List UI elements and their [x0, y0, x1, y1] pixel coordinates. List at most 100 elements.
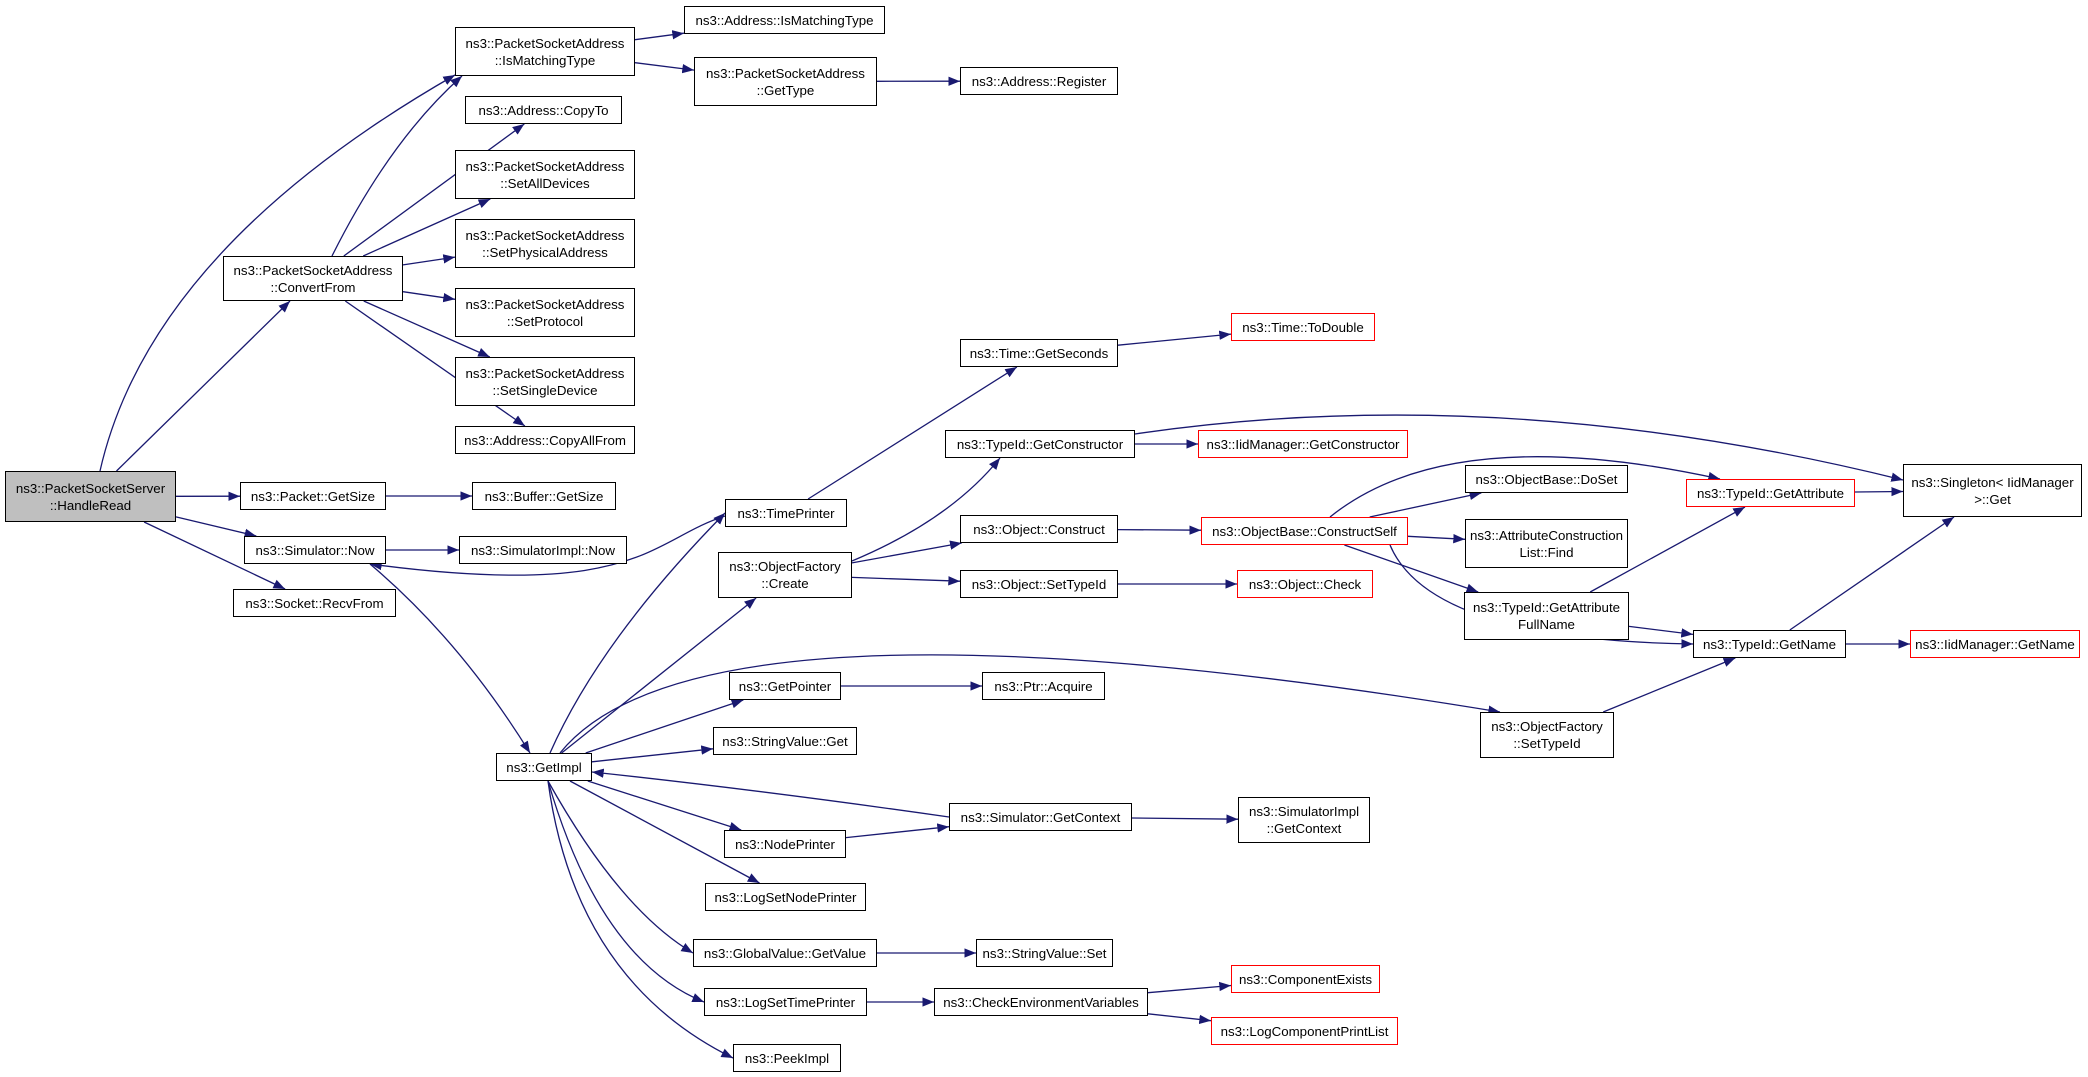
call-edge-sim_getctx-to-getimpl [591, 768, 950, 818]
call-edge-psa_conv-to-psa_match [331, 75, 463, 257]
node-label: ::GetType [756, 82, 815, 98]
node-obj-check[interactable]: ns3::Object::Check [1237, 570, 1373, 598]
node-psa-setall[interactable]: ns3::PacketSocketAddress::SetAllDevices [455, 150, 635, 199]
node-label: ns3::ObjectBase::ConstructSelf [1212, 523, 1397, 539]
call-edge-tid_getattr-to-singleton [1854, 486, 1904, 497]
node-logsetnp[interactable]: ns3::LogSetNodePrinter [705, 883, 866, 911]
call-edge-psa_match-to-psa_gettype [634, 62, 695, 74]
node-psa-setproto[interactable]: ns3::PacketSocketAddress::SetProtocol [455, 288, 635, 337]
node-checkenv[interactable]: ns3::CheckEnvironmentVariables [934, 988, 1148, 1016]
node-label: ns3::SimulatorImpl::Now [470, 542, 616, 558]
node-buf-getsize[interactable]: ns3::Buffer::GetSize [472, 482, 616, 510]
node-pkt-getsize[interactable]: ns3::Packet::GetSize [240, 482, 386, 510]
node-iid-getname[interactable]: ns3::IidManager::GetName [1910, 630, 2080, 658]
node-sim-now[interactable]: ns3::Simulator::Now [244, 536, 386, 564]
call-edge-psa_conv-to-addr_copyto [343, 123, 525, 257]
node-label: List::Find [1519, 544, 1574, 560]
node-label: ns3::Object::SetTypeId [971, 576, 1107, 592]
node-label: ns3::Address::CopyTo [478, 102, 609, 118]
node-root: ns3::PacketSocketServer::HandleRead [5, 471, 176, 522]
node-sock-recv[interactable]: ns3::Socket::RecvFrom [233, 589, 396, 617]
node-addr-copyto[interactable]: ns3::Address::CopyTo [465, 96, 622, 124]
call-edge-root-to-psa_match [99, 74, 456, 472]
node-sv-get[interactable]: ns3::StringValue::Get [713, 727, 857, 755]
node-psa-conv[interactable]: ns3::PacketSocketAddress::ConvertFrom [223, 256, 403, 301]
node-label: ns3::StringValue::Set [982, 945, 1107, 961]
node-addr-copyall[interactable]: ns3::Address::CopyAllFrom [455, 426, 635, 454]
node-timeprinter[interactable]: ns3::TimePrinter [725, 499, 847, 527]
node-simimpl-now[interactable]: ns3::SimulatorImpl::Now [459, 536, 627, 564]
call-edge-ob_cself-to-tid_getattrfn [1344, 544, 1479, 593]
call-edge-getimpl-to-of_settid [559, 654, 1501, 754]
node-label: ::Create [761, 576, 809, 591]
node-getpointer[interactable]: ns3::GetPointer [729, 672, 841, 700]
node-time-getsec[interactable]: ns3::Time::GetSeconds [960, 339, 1118, 367]
call-edge-root-to-sim_now [175, 516, 257, 538]
node-gv-getvalue[interactable]: ns3::GlobalValue::GetValue [693, 939, 877, 967]
call-edge-getimpl-to-nodeprinter [587, 780, 742, 831]
node-sv-set[interactable]: ns3::StringValue::Set [976, 939, 1113, 967]
node-obj-settid[interactable]: ns3::Object::SetTypeId [960, 570, 1118, 598]
node-label: ::HandleRead [49, 497, 132, 513]
node-label: ns3::PeekImpl [744, 1050, 830, 1066]
call-edge-psa_match-to-addr_match [634, 30, 685, 41]
node-label: ::SetTypeId [1513, 736, 1581, 751]
node-label: ns3::Object::Check [1248, 576, 1362, 592]
node-time-todbl[interactable]: ns3::Time::ToDouble [1231, 313, 1375, 341]
node-label: ns3::Simulator::Now [255, 542, 375, 558]
node-of-create[interactable]: ns3::ObjectFactory::Create [718, 552, 852, 598]
node-label: ns3::PacketSocketAddress [233, 262, 393, 278]
node-addr-reg[interactable]: ns3::Address::Register [960, 67, 1118, 95]
node-label: ::SetProtocol [506, 313, 584, 329]
node-tid-getctor[interactable]: ns3::TypeId::GetConstructor [945, 430, 1135, 458]
call-edge-getimpl-to-sv_get [591, 745, 714, 763]
node-label: ns3::GetImpl [506, 759, 582, 775]
node-label: ns3::LogSetTimePrinter [715, 994, 856, 1010]
node-label: ns3::PacketSocketAddress [465, 227, 625, 243]
node-simimpl-getctx[interactable]: ns3::SimulatorImpl::GetContext [1238, 797, 1370, 843]
call-edge-ob_cself-to-ob_doset [1369, 490, 1482, 518]
node-of-settid[interactable]: ns3::ObjectFactory::SetTypeId [1480, 712, 1614, 758]
node-addr-match[interactable]: ns3::Address::IsMatchingType [684, 6, 885, 34]
node-psa-match[interactable]: ns3::PacketSocketAddress::IsMatchingType [455, 27, 635, 76]
node-psa-setphys[interactable]: ns3::PacketSocketAddress::SetPhysicalAdd… [455, 219, 635, 268]
node-ob-cself[interactable]: ns3::ObjectBase::ConstructSelf [1201, 517, 1408, 545]
node-label: ns3::PacketSocketServer [15, 480, 166, 496]
node-singleton[interactable]: ns3::Singleton< IidManager >::Get [1903, 464, 2082, 517]
node-compexists[interactable]: ns3::ComponentExists [1231, 965, 1380, 993]
node-psa-setsingle[interactable]: ns3::PacketSocketAddress::SetSingleDevic… [455, 357, 635, 406]
call-edge-psa_conv-to-psa_setphys [402, 254, 456, 266]
node-label: ::SetPhysicalAddress [482, 244, 608, 260]
call-edge-tid_getattrfn-to-tid_getattr [1589, 506, 1746, 593]
call-edge-ob_cself-to-acl_find [1407, 534, 1466, 544]
call-edge-checkenv-to-compexists [1147, 981, 1232, 994]
node-psa-gettype[interactable]: ns3::PacketSocketAddress::GetType [694, 57, 877, 106]
node-iid-getctor[interactable]: ns3::IidManager::GetConstructor [1198, 430, 1408, 458]
node-tid-getname[interactable]: ns3::TypeId::GetName [1693, 630, 1846, 658]
call-edge-sim_now-to-getimpl [369, 563, 531, 754]
node-tid-getattr[interactable]: ns3::TypeId::GetAttribute [1686, 479, 1855, 507]
node-label: ns3::ObjectFactory [729, 559, 841, 574]
call-edge-tid_getctor-to-singleton [1134, 414, 1904, 482]
node-label: ns3::PacketSocketAddress [465, 365, 625, 381]
node-logsettp[interactable]: ns3::LogSetTimePrinter [704, 988, 867, 1016]
node-label: ns3::GlobalValue::GetValue [703, 945, 867, 961]
node-label: ns3::SimulatorImpl [1248, 804, 1360, 819]
node-logcpl[interactable]: ns3::LogComponentPrintList [1211, 1017, 1398, 1045]
node-obj-construct[interactable]: ns3::Object::Construct [960, 515, 1118, 543]
node-label: ns3::LogSetNodePrinter [714, 889, 857, 905]
node-ptr-acquire[interactable]: ns3::Ptr::Acquire [982, 672, 1105, 700]
node-peekimpl[interactable]: ns3::PeekImpl [733, 1044, 841, 1072]
node-ob-doset[interactable]: ns3::ObjectBase::DoSet [1465, 465, 1628, 493]
call-edge-ob_cself-to-tid_getattr [1329, 456, 1721, 518]
node-label: ns3::Object::Construct [973, 521, 1105, 537]
node-nodeprinter[interactable]: ns3::NodePrinter [724, 830, 846, 858]
call-edge-of_create-to-obj_construct [851, 540, 962, 564]
call-edge-tid_getattrfn-to-tid_getname [1628, 625, 1694, 638]
node-getimpl[interactable]: ns3::GetImpl [496, 753, 592, 781]
node-sim-getctx[interactable]: ns3::Simulator::GetContext [949, 803, 1132, 831]
